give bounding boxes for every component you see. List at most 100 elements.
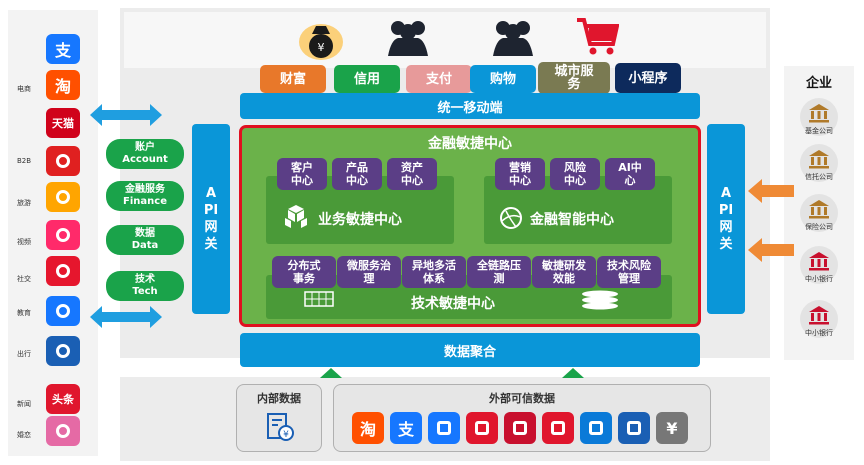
weibo-icon[interactable] (46, 256, 80, 286)
asset-center[interactable]: 资产中心 (387, 158, 437, 190)
double-arrow-icon (90, 306, 162, 328)
china-mobile-shape (589, 421, 603, 435)
tmall-icon[interactable]: 天猫 (46, 108, 80, 138)
enterprise-label: 信托公司 (805, 173, 833, 181)
network-icon[interactable] (466, 412, 498, 444)
payment-button[interactable]: 支付 (406, 65, 472, 93)
taobao-glyph: 淘 (54, 77, 71, 96)
category-label: B2B (17, 157, 32, 165)
business-center-title: 业务敏捷中心 (318, 212, 402, 228)
agile-rd-efficiency[interactable]: 敏捷研发效能 (532, 256, 596, 288)
finance-pill-en: Finance (123, 196, 167, 207)
city-service-button[interactable]: 城市服务 (538, 62, 610, 94)
arrow-up-icon (562, 368, 584, 378)
bank-seal-shape (513, 421, 527, 435)
globe-icon (498, 205, 524, 231)
alipay-icon[interactable]: 支 (46, 34, 80, 64)
education-icon[interactable] (46, 296, 80, 326)
taobao-icon[interactable]: 淘 (352, 412, 384, 444)
customer-center[interactable]: 客户中心 (277, 158, 327, 190)
category-label: 新闻 (17, 400, 31, 408)
data-aggregation-bar: 数据聚合 (240, 333, 700, 367)
enterprise-title: 企业 (805, 76, 832, 91)
alipay-icon[interactable]: 支 (390, 412, 422, 444)
database-icon (580, 290, 620, 310)
multi-active-system[interactable]: 异地多活体系 (402, 256, 466, 288)
video-shape (56, 228, 70, 242)
hand-icon[interactable] (542, 412, 574, 444)
bank-icon (800, 194, 838, 232)
svg-text:¥: ¥ (283, 430, 289, 440)
couple-icon[interactable] (46, 416, 80, 446)
bank-icon (800, 246, 838, 284)
enterprise-label: 中小银行 (805, 329, 833, 337)
risk-center[interactable]: 风险中心 (550, 158, 600, 190)
b2b-shape (56, 154, 70, 168)
tech-pill-cn: 技术 (135, 274, 155, 285)
microservice-governance[interactable]: 微服务治理 (337, 256, 401, 288)
external-data-title: 外部可信数据 (489, 392, 555, 405)
invoice-glyph: ¥ (666, 418, 678, 438)
category-label: 婚恋 (17, 431, 31, 439)
bus-icon[interactable] (46, 336, 80, 366)
enterprise-label: 保险公司 (805, 223, 833, 231)
card-shape (627, 421, 641, 435)
api-gateway-left: API网关 (192, 124, 230, 314)
arrow-up-icon (320, 368, 342, 378)
bank-icon (800, 98, 838, 136)
internal-data-title: 内部数据 (257, 392, 301, 405)
china-mobile-icon[interactable] (580, 412, 612, 444)
bus-shape (56, 344, 70, 358)
toutiao-glyph: 头条 (52, 393, 74, 406)
users-icon (383, 14, 433, 58)
wealth-button[interactable]: 财富 (260, 65, 326, 93)
travel-shape (56, 190, 70, 204)
tech-pill-en: Tech (132, 286, 158, 297)
invoice-icon[interactable]: ¥ (656, 412, 688, 444)
product-center[interactable]: 产品中心 (332, 158, 382, 190)
ai-center[interactable]: AI中心 (605, 158, 655, 190)
toutiao-icon[interactable]: 头条 (46, 384, 80, 414)
cart-icon (575, 16, 620, 56)
api-gateway-right: API网关 (707, 124, 745, 314)
paper-plane-icon[interactable] (428, 412, 460, 444)
weibo-shape (56, 264, 70, 278)
hand-shape (551, 421, 565, 435)
category-label: 社交 (17, 275, 31, 283)
distributed-transaction[interactable]: 分布式事务 (272, 256, 336, 288)
cubes-icon (281, 203, 311, 231)
marketing-center[interactable]: 营销中心 (495, 158, 545, 190)
shopping-button[interactable]: 购物 (470, 65, 536, 93)
tech-risk-management[interactable]: 技术风险管理 (597, 256, 661, 288)
taobao-glyph: 淘 (359, 420, 376, 439)
credit-button[interactable]: 信用 (334, 65, 400, 93)
mini-program-button[interactable]: 小程序 (615, 63, 681, 93)
video-icon[interactable] (46, 220, 80, 250)
card-icon[interactable] (618, 412, 650, 444)
internal-data-box (236, 384, 322, 452)
invoice-doc-icon: ¥ (265, 412, 295, 442)
data-pill-en: Data (131, 240, 159, 251)
category-label: 出行 (17, 350, 31, 358)
tech-center-title: 技术敏捷中心 (411, 296, 495, 312)
full-link-stress-test[interactable]: 全链路压测 (467, 256, 531, 288)
center-title: 金融敏捷中心 (428, 136, 512, 152)
taobao-icon[interactable]: 淘 (46, 70, 80, 100)
category-label: 电商 (17, 85, 31, 93)
category-label: 视频 (17, 238, 31, 246)
b2b-icon[interactable] (46, 146, 80, 176)
finance-pill-cn: 金融服务 (125, 184, 165, 195)
category-label: 旅游 (17, 199, 31, 207)
enterprise-label: 基金公司 (805, 127, 833, 135)
bank-icon (800, 300, 838, 338)
couple-shape (56, 424, 70, 438)
bank-seal-icon[interactable] (504, 412, 536, 444)
education-shape (56, 304, 70, 318)
data-pill-cn: 数据 (135, 228, 155, 239)
travel-icon[interactable] (46, 182, 80, 212)
tmall-glyph: 天猫 (52, 117, 74, 130)
